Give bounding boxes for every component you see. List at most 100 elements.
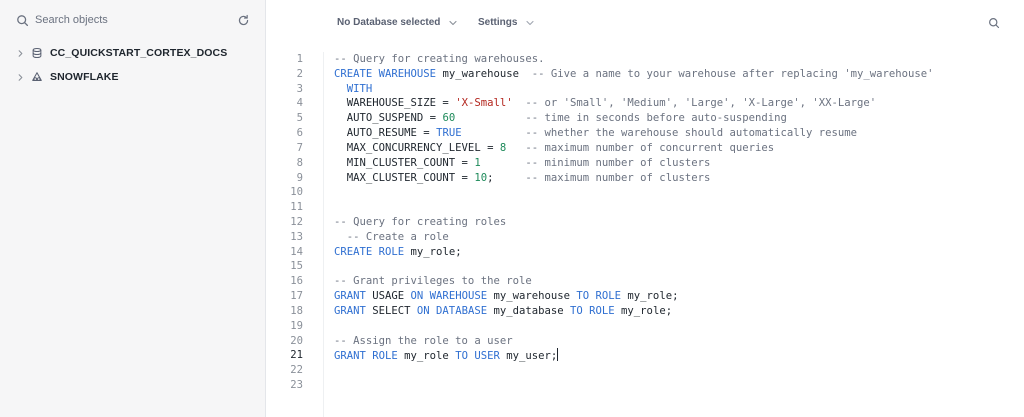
code-line[interactable]: 8 MIN_CLUSTER_COUNT = 1 -- minimum numbe… <box>266 156 1024 171</box>
code-token-cm: -- or 'Small', 'Medium', 'Large', 'X-Lar… <box>525 97 877 110</box>
code-line[interactable]: 15 <box>266 259 1024 274</box>
worksheet-toolbar: No Database selected Settings <box>266 0 1024 48</box>
code-token-tx: MIN_CLUSTER_COUNT = <box>334 156 475 169</box>
code-token-tx: MAX_CONCURRENCY_LEVEL = <box>334 141 500 154</box>
code-token-kw: TO USER <box>455 350 500 363</box>
code-token-tx: AUTO_SUSPEND = <box>334 112 443 125</box>
code-token-tx <box>334 83 347 95</box>
code-line[interactable]: 14 CREATE ROLE my_role; <box>266 245 1024 260</box>
code-text: MAX_CONCURRENCY_LEVEL = 8 -- maximum num… <box>334 141 774 156</box>
code-text: WAREHOUSE_SIZE = 'X-Small' -- or 'Small'… <box>334 96 876 111</box>
code-token-tx: my_role; <box>614 304 673 317</box>
code-text: MAX_CLUSTER_COUNT = 10; -- maximum numbe… <box>334 171 711 186</box>
line-number: 23 <box>290 379 303 392</box>
code-line[interactable]: 11 <box>266 200 1024 215</box>
code-token-cm: -- Assign the role to a user <box>334 334 513 347</box>
code-token-kw: ON WAREHOUSE <box>410 290 488 303</box>
code-token-tx <box>481 157 526 169</box>
code-line[interactable]: 20-- Assign the role to a user <box>266 334 1024 349</box>
line-number: 2 <box>296 67 303 80</box>
code-text: WITH <box>334 82 373 97</box>
line-number: 5 <box>296 112 303 125</box>
refresh-icon[interactable] <box>237 14 250 27</box>
line-number: 6 <box>296 127 303 140</box>
code-text: -- Create a role <box>334 230 449 245</box>
code-token-str: 'X-Small' <box>455 97 513 110</box>
code-token-kw: GRANT <box>334 290 366 303</box>
code-line[interactable]: 5 AUTO_SUSPEND = 60 -- time in seconds b… <box>266 111 1024 126</box>
code-token-tx <box>334 231 347 243</box>
code-line[interactable]: 1-- Query for creating warehouses. <box>266 52 1024 67</box>
code-text: CREATE ROLE my_role; <box>334 245 462 260</box>
code-line[interactable]: 12-- Query for creating roles <box>266 215 1024 230</box>
code-line[interactable]: 22 <box>266 363 1024 378</box>
object-explorer-sidebar: Search objects CC_QUICKSTART_CORTEX_DOCS… <box>0 0 266 417</box>
line-number: 10 <box>290 186 303 199</box>
database-selector-label: No Database selected <box>337 17 441 28</box>
code-line[interactable]: 16 -- Grant privileges to the role <box>266 274 1024 289</box>
settings-label: Settings <box>478 17 518 28</box>
code-token-kw: TRUE <box>436 127 462 140</box>
code-text: AUTO_RESUME = TRUE -- whether the wareho… <box>334 126 857 141</box>
code-token-tx: my_user; <box>499 350 558 363</box>
shared-database-icon <box>32 72 42 81</box>
code-line[interactable]: 19 <box>266 319 1024 334</box>
tree-item-snowflake[interactable]: SNOWFLAKE <box>16 65 256 89</box>
code-line[interactable]: 10 <box>266 185 1024 200</box>
line-number: 1 <box>296 53 303 65</box>
search-objects-input[interactable]: Search objects <box>35 14 108 26</box>
code-line[interactable]: 4 WAREHOUSE_SIZE = 'X-Small' -- or 'Smal… <box>266 96 1024 111</box>
code-token-tx: my_warehouse <box>487 290 577 303</box>
code-text: CREATE WAREHOUSE my_warehouse -- Give a … <box>334 67 934 82</box>
search-objects-row: Search objects <box>16 12 250 28</box>
code-token-tx <box>506 142 525 154</box>
code-line[interactable]: 13 -- Create a role <box>266 230 1024 245</box>
code-token-cm: -- Create a role <box>346 230 449 243</box>
code-token-tx: SELECT <box>365 304 417 317</box>
code-text: GRANT SELECT ON DATABASE my_database TO … <box>334 304 672 319</box>
line-number: 12 <box>290 216 303 229</box>
search-icon[interactable] <box>988 17 1000 29</box>
code-line[interactable]: 7 MAX_CONCURRENCY_LEVEL = 8 -- maximum n… <box>266 141 1024 156</box>
code-token-tx: WAREHOUSE_SIZE = <box>334 97 456 110</box>
code-token-cm: -- time in seconds before auto-suspendin… <box>525 112 787 125</box>
code-token-tx <box>462 127 526 139</box>
search-icon <box>17 14 29 26</box>
line-number: 14 <box>290 245 303 258</box>
code-token-kw: CREATE WAREHOUSE <box>334 67 437 80</box>
line-number: 17 <box>290 290 303 303</box>
code-line[interactable]: 23 <box>266 378 1024 393</box>
code-text: -- Assign the role to a user <box>334 334 513 349</box>
line-number: 22 <box>290 364 303 377</box>
line-number: 9 <box>296 171 303 184</box>
code-token-num: 60 <box>442 112 456 125</box>
code-text: AUTO_SUSPEND = 60 -- time in seconds bef… <box>334 111 787 126</box>
code-line[interactable]: 2 CREATE WAREHOUSE my_warehouse -- Give a… <box>266 67 1024 82</box>
line-number: 19 <box>290 319 303 332</box>
code-text: GRANT ROLE my_role TO USER my_user; <box>334 348 559 364</box>
code-token-kw: GRANT <box>334 304 366 317</box>
code-token-kw: GRANT ROLE <box>334 350 398 363</box>
text-cursor <box>557 348 559 362</box>
code-text: -- Grant privileges to the role <box>334 274 532 289</box>
code-token-kw: WITH <box>346 82 373 95</box>
chevron-right-icon[interactable] <box>16 49 25 58</box>
line-number: 8 <box>296 156 303 169</box>
code-token-tx: MAX_CLUSTER_COUNT = <box>334 171 475 184</box>
settings-dropdown[interactable]: Settings <box>478 17 535 28</box>
code-token-kw: TO ROLE <box>570 304 615 317</box>
code-token-cm: -- maximum number of concurrent queries <box>525 141 775 154</box>
code-line[interactable]: 9 MAX_CLUSTER_COUNT = 10; -- maximum num… <box>266 171 1024 186</box>
code-line[interactable]: 3 WITH <box>266 82 1024 97</box>
code-token-tx: my_warehouse <box>436 67 532 80</box>
code-text: MIN_CLUSTER_COUNT = 1 -- minimum number … <box>334 156 711 171</box>
chevron-right-icon[interactable] <box>16 73 25 82</box>
line-number: 16 <box>290 275 303 288</box>
database-selector[interactable]: No Database selected <box>337 17 458 28</box>
tree-item-cc-quickstart-cortex-docs[interactable]: CC_QUICKSTART_CORTEX_DOCS <box>16 41 256 65</box>
code-line[interactable]: 6 AUTO_RESUME = TRUE -- whether the ware… <box>266 126 1024 141</box>
